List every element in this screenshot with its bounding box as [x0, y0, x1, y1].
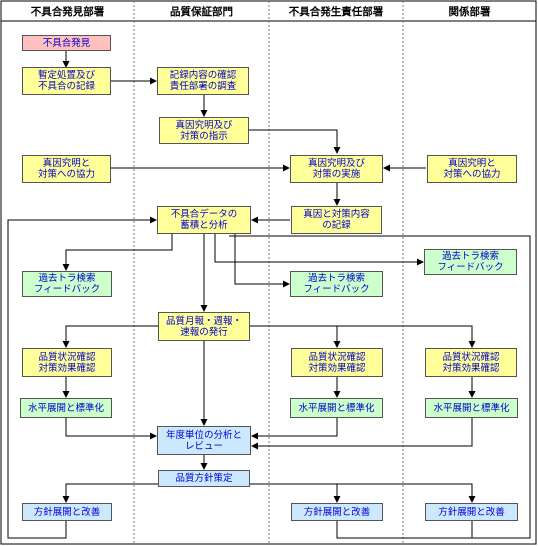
box-annual-review: 年度単位の分析と レビュー — [157, 426, 251, 455]
box-horizontal-deploy-right: 水平展開と標準化 — [425, 398, 518, 418]
box-quality-check-center: 品質状況確認 対策効果確認 — [291, 348, 383, 377]
box-quality-check-left: 品質状況確認 対策効果確認 — [22, 348, 112, 377]
lane-header-responsible-dept: 不具合発生責任部署 — [270, 2, 402, 20]
box-quality-policy: 品質方針策定 — [158, 470, 250, 487]
box-root-cause-instruction: 真因究明及び 対策の指示 — [159, 117, 249, 144]
box-root-cause-cooperation-left: 真因究明と 対策への協力 — [22, 155, 111, 183]
lane-header-qa-dept: 品質保証部門 — [135, 2, 268, 20]
box-root-cause-implementation: 真因究明及び 対策の実施 — [290, 155, 383, 183]
box-policy-deploy-left: 方針展開と改善 — [22, 503, 112, 521]
box-policy-deploy-center: 方針展開と改善 — [291, 503, 383, 521]
box-quality-reports: 品質月報・週報・ 速報の発行 — [158, 312, 250, 341]
box-defect-data-analysis: 不具合データの 蓄積と分析 — [157, 206, 251, 234]
box-past-trouble-center: 過去トラ検索 フィードバック — [290, 271, 383, 297]
box-defect-found: 不具合発見 — [22, 35, 111, 51]
box-root-cause-record: 真因と対策内容 の記録 — [291, 206, 382, 234]
box-past-trouble-left: 過去トラ検索 フィードバック — [22, 271, 112, 297]
box-horizontal-deploy-center: 水平展開と標準化 — [290, 398, 383, 418]
box-horizontal-deploy-left: 水平展開と標準化 — [20, 398, 112, 418]
box-temp-action-record: 暫定処置及び 不具合の記録 — [22, 67, 111, 95]
lane-header-related-dept: 関係部署 — [404, 2, 535, 20]
box-policy-deploy-right: 方針展開と改善 — [425, 503, 518, 521]
box-root-cause-cooperation-right: 真因究明と 対策への協力 — [427, 155, 517, 183]
box-quality-check-right: 品質状況確認 対策効果確認 — [425, 348, 517, 377]
box-past-trouble-right: 過去トラ検索 フィードバック — [424, 249, 517, 275]
lane-header-finding-dept: 不具合発見部署 — [2, 2, 133, 20]
box-record-check: 記録内容の確認 責任部署の調査 — [157, 67, 249, 95]
